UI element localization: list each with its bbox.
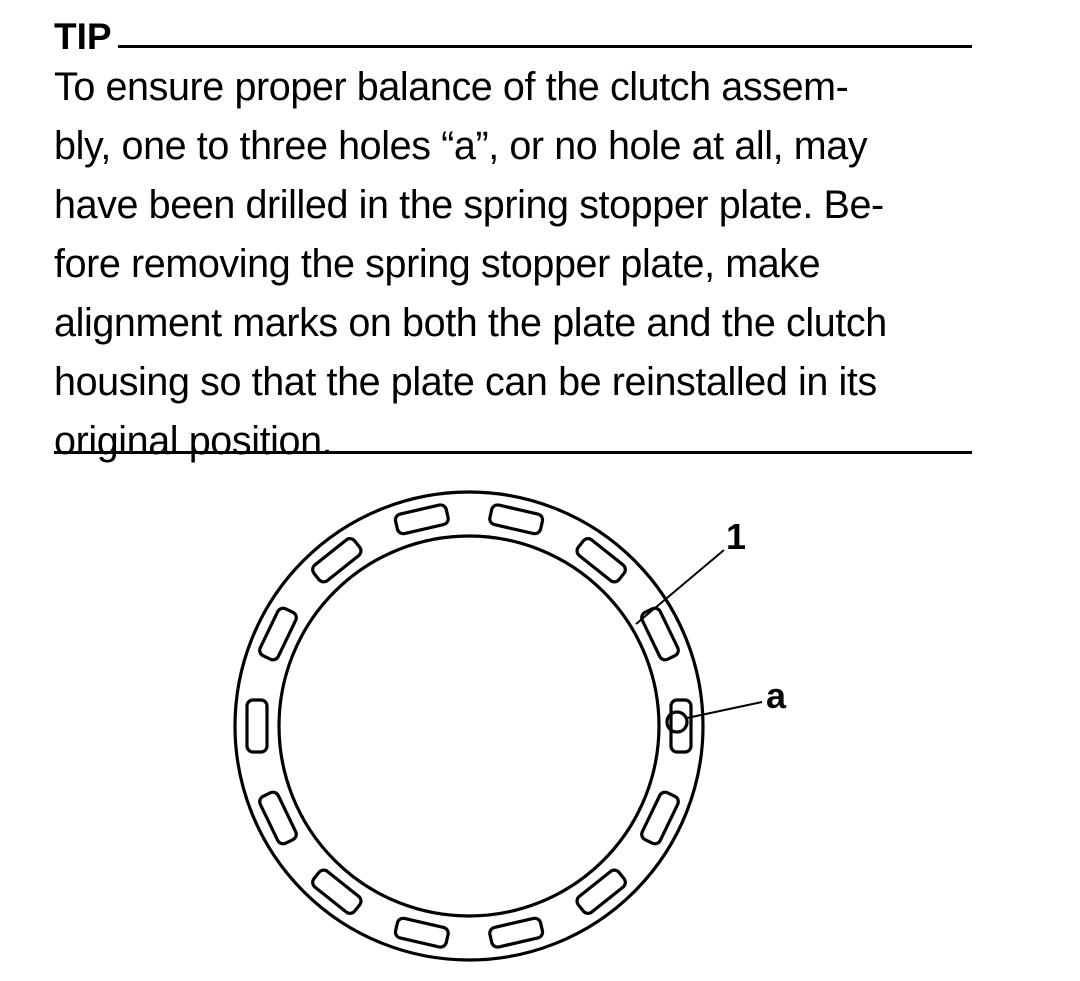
plate-slots xyxy=(245,503,693,949)
plate-slot xyxy=(575,537,627,584)
callout-leader-1 xyxy=(635,549,725,625)
plate-slot xyxy=(258,790,298,846)
tip-header: TIP xyxy=(54,14,972,60)
tip-line: bly, one to three holes “a”, or no hole … xyxy=(54,124,868,168)
plate-slot xyxy=(640,790,680,846)
callout-leader-a xyxy=(686,701,763,719)
tip-body: To ensure proper balance of the clutch a… xyxy=(54,58,979,471)
tip-line: housing so that the plate can be reinsta… xyxy=(54,360,877,404)
plate-slot xyxy=(640,606,680,662)
plate-slot xyxy=(575,868,627,915)
tip-header-rule xyxy=(118,45,972,48)
plate-slot xyxy=(245,698,269,754)
plate-outer-edge xyxy=(233,490,705,962)
plate-slot xyxy=(311,537,363,584)
callout-label-1: 1 xyxy=(726,516,746,557)
plate-slot xyxy=(488,503,545,536)
tip-line: alignment marks on both the plate and th… xyxy=(54,301,887,345)
plate-slot xyxy=(488,916,545,949)
tip-bottom-rule xyxy=(54,451,972,454)
tip-line: have been drilled in the spring stopper … xyxy=(54,183,884,227)
tip-line: original position. xyxy=(54,419,333,463)
callout-label-a: a xyxy=(766,675,787,716)
plate-slot xyxy=(393,916,450,949)
plate-slot xyxy=(311,868,363,915)
plate-slot xyxy=(393,503,450,536)
tip-label: TIP xyxy=(54,16,112,57)
balance-hole xyxy=(665,710,689,734)
plate-inner-edge xyxy=(277,534,661,918)
tip-line: To ensure proper balance of the clutch a… xyxy=(54,65,849,109)
plate-slot xyxy=(669,698,693,754)
plate-slot xyxy=(258,606,298,662)
tip-line: fore removing the spring stopper plate, … xyxy=(54,242,821,286)
